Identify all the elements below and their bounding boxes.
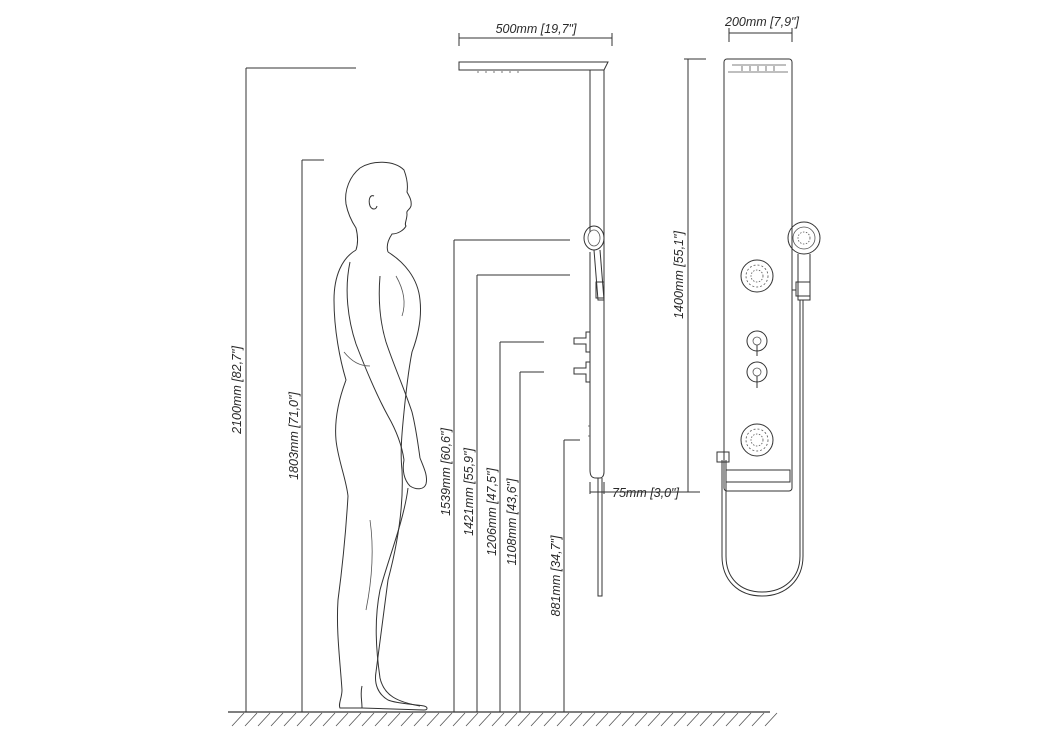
total-height-label: 2100mm [82,7"]	[230, 346, 244, 435]
figure-hose	[375, 487, 421, 707]
hand-shower-height-dimension: 1539mm [60,6"]	[439, 239, 570, 712]
hand-shower-front	[787, 221, 821, 301]
panel-width-label: 200mm [7,9"]	[724, 15, 799, 29]
person-height-dimension: 1803mm [71,0"]	[287, 159, 324, 712]
panel-side-view: 500mm [19,7"] 7	[458, 22, 700, 597]
top-nozzle-row	[741, 66, 775, 71]
upper-outlet-height-label: 1421mm [55,9"]	[462, 448, 476, 536]
panel-height-dimension: 1400mm [55,1"]	[672, 58, 706, 492]
lower-control-height-label: 1108mm [43,6"]	[505, 478, 519, 565]
side-controls	[573, 331, 591, 383]
panel-front-view: 200mm [7,9"] 1400mm [55,1"]	[672, 15, 821, 597]
upper-body-jet	[740, 259, 774, 293]
front-hose	[721, 300, 804, 597]
upper-control-height-dimension: 1206mm [47,5"]	[485, 341, 544, 712]
upper-outlet-height-dimension: 1421mm [55,9"]	[462, 274, 570, 712]
panel-height-label: 1400mm [55,1"]	[672, 231, 686, 319]
human-figure	[333, 161, 428, 711]
total-height-dimension: 2100mm [82,7"]	[230, 67, 356, 712]
overhead-nozzles	[477, 71, 519, 73]
lower-body-jet	[740, 423, 774, 457]
upper-control-height-label: 1206mm [47,5"]	[485, 468, 499, 556]
hand-shower-side	[583, 225, 605, 301]
lower-outlet-height-dimension: 881mm [34,7"]	[549, 439, 580, 712]
lower-control-height-dimension: 1108mm [43,6"]	[505, 371, 544, 712]
floor	[228, 711, 778, 727]
hand-shower-height-label: 1539mm [60,6"]	[439, 428, 453, 516]
temperature-knob	[746, 361, 768, 388]
panel-depth-dimension: 75mm [3,0"]	[589, 482, 700, 500]
panel-width-dimension: 200mm [7,9"]	[724, 15, 799, 42]
head-projection-label: 500mm [19,7"]	[496, 22, 577, 36]
panel-depth-label: 75mm [3,0"]	[612, 486, 679, 500]
diverter-knob	[746, 330, 768, 356]
lower-outlet-height-label: 881mm [34,7"]	[549, 535, 563, 616]
person-height-label: 1803mm [71,0"]	[287, 392, 301, 480]
head-projection-dimension: 500mm [19,7"]	[458, 22, 613, 46]
